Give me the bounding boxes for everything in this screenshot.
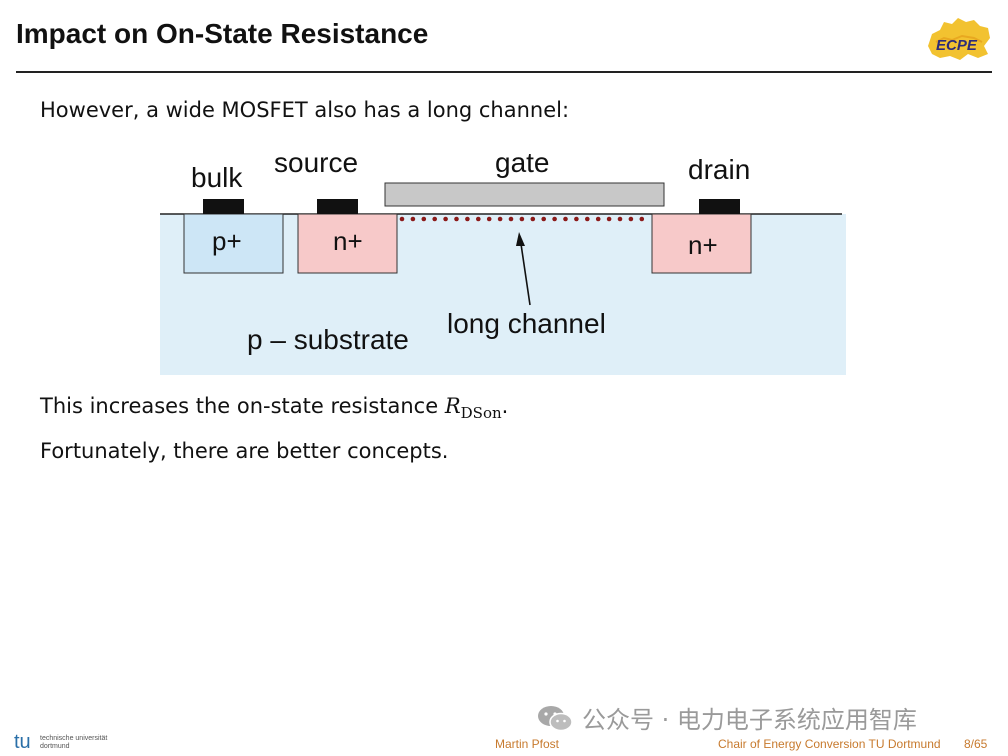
channel-dot — [639, 216, 645, 222]
gate-label: gate — [495, 147, 550, 178]
channel-dot — [628, 216, 634, 222]
channel-dot — [432, 216, 438, 222]
bulk-contact — [203, 199, 244, 214]
long-channel-label: long channel — [447, 308, 606, 339]
p-plus-region — [183, 213, 284, 274]
conclusion-prefix: This increases the on-state resistance — [40, 394, 445, 418]
drain-label: drain — [688, 154, 750, 185]
conclusion-suffix: . — [501, 394, 509, 418]
drain-contact — [699, 199, 740, 214]
ecpe-logo-icon: ECPE — [928, 18, 990, 60]
rdson-symbol: R — [444, 394, 461, 418]
watermark: 公众号 · 电力电子系统应用智库 — [536, 700, 917, 735]
tu-logo-mark: tu — [14, 731, 31, 752]
ecpe-logo-text: ECPE — [936, 37, 978, 54]
wechat-icon — [538, 705, 573, 731]
channel-dot — [476, 216, 481, 222]
tu-logo-line2: dortmund — [40, 743, 70, 750]
source-contact — [317, 199, 358, 214]
channel-dot — [595, 216, 601, 222]
channel-dot — [585, 216, 590, 222]
tu-dortmund-logo: tu technische universität dortmund — [14, 731, 107, 752]
channel-dot — [519, 216, 525, 222]
channel-arrow-shaft — [520, 243, 531, 306]
footer-page-number: 8/65 — [964, 737, 988, 751]
drain-n-plus-label: n+ — [688, 230, 718, 260]
channel-arrow-head — [516, 232, 525, 246]
channel-dot — [552, 216, 557, 222]
footer-author: Martin Pfost — [495, 737, 560, 751]
title-divider — [16, 71, 992, 73]
channel-dot — [508, 216, 514, 222]
channel-dot — [465, 216, 470, 222]
channel-dot — [530, 216, 536, 222]
channel-dot — [617, 216, 623, 222]
channel-dot — [399, 216, 405, 222]
source-n-plus-label: n+ — [333, 226, 363, 256]
channel-dot — [563, 216, 568, 222]
channel-dot — [486, 216, 492, 222]
watermark-text: 公众号 · 电力电子系统应用智库 — [582, 706, 917, 734]
channel-dot — [497, 216, 503, 222]
channel-dot — [541, 216, 546, 222]
channel-dot — [410, 216, 416, 222]
channel-dot — [606, 216, 612, 222]
closing-text: Fortunately, there are better concepts. — [40, 439, 449, 463]
slide-title: Impact on On-State Resistance — [16, 18, 429, 49]
substrate-label: p – substrate — [247, 324, 409, 355]
source-label: source — [274, 147, 358, 178]
channel-dot — [421, 216, 427, 222]
intro-text: However, a wide MOSFET also has a long c… — [40, 98, 570, 122]
footer-chair: Chair of Energy Conversion TU Dortmund — [718, 737, 941, 751]
rdson-subscript: DSon — [460, 404, 502, 423]
drain-n-plus-region — [651, 213, 752, 274]
channel-dot — [454, 216, 459, 222]
channel-dot — [443, 216, 448, 222]
p-plus-label: p+ — [212, 226, 242, 256]
conclusion-text: This increases the on-state resistance R… — [40, 394, 508, 422]
bulk-label: bulk — [191, 162, 243, 193]
gate-electrode — [384, 182, 665, 207]
channel-dots — [399, 216, 645, 222]
tu-logo-line1: technische universität — [40, 735, 107, 742]
channel-dot — [574, 216, 579, 222]
